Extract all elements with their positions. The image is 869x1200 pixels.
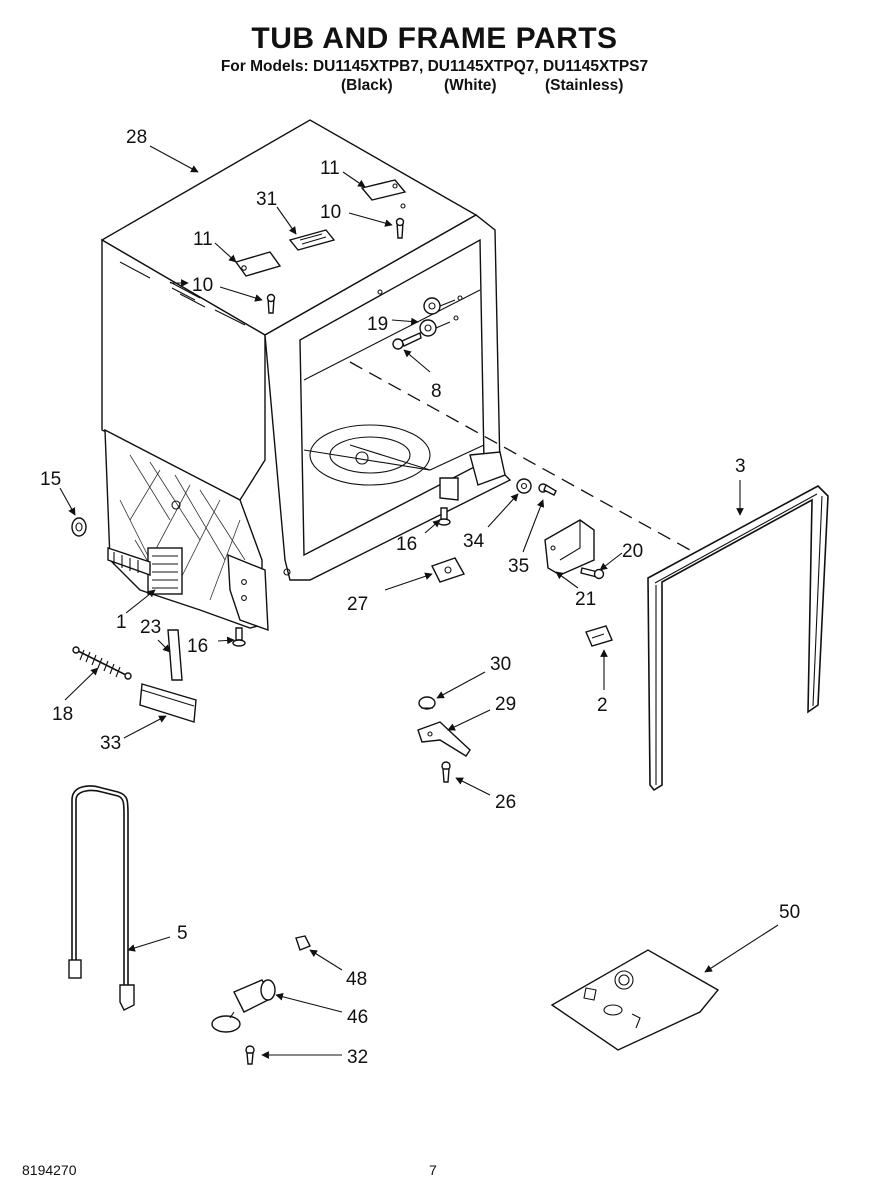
spring-part-18 (72, 646, 132, 680)
callout-8: 8 (431, 381, 442, 402)
pad-part-33 (139, 683, 197, 723)
parts-bag-part-50 (550, 949, 720, 1051)
door-gasket-part-3 (647, 485, 829, 792)
screw-part-26 (441, 761, 451, 783)
strip-part-23 (167, 629, 183, 681)
callout-21: 21 (575, 589, 596, 610)
screw-lower (266, 293, 276, 314)
callout-46: 46 (347, 1007, 368, 1028)
callout-15: 15 (40, 469, 61, 490)
roller-part-19 (419, 295, 463, 337)
hinge-lower (234, 251, 282, 277)
callout-27: 27 (347, 594, 368, 615)
leveling-leg-front (232, 627, 246, 647)
bracket-part-29 (417, 721, 471, 757)
vent-part-31 (288, 229, 336, 251)
screw-part-35 (538, 483, 557, 496)
screw-part-32 (245, 1045, 255, 1065)
callout-26: 26 (495, 792, 516, 813)
callout-23: 23 (140, 617, 161, 638)
callout-19: 19 (367, 314, 388, 335)
callout-11-upper: 11 (320, 158, 340, 179)
callout-18: 18 (52, 704, 73, 725)
finish-stainless: (Stainless) (545, 77, 624, 94)
callout-30: 30 (490, 654, 511, 675)
hinge-upper (360, 179, 407, 209)
callout-20: 20 (622, 541, 643, 562)
callout-2: 2 (597, 695, 608, 716)
clip-part-27 (431, 557, 466, 583)
callout-32: 32 (347, 1047, 368, 1068)
finish-white: (White) (444, 77, 497, 94)
wire-harness-part-5 (68, 785, 135, 1011)
nut-part-15 (71, 517, 87, 537)
page-number: 7 (429, 1162, 437, 1178)
screw-upper (395, 217, 405, 239)
nut-part-34 (516, 478, 532, 494)
callout-11-lower: 11 (193, 229, 213, 250)
page-title: TUB AND FRAME PARTS (251, 22, 618, 55)
callout-28: 28 (126, 127, 147, 148)
leader-arrows (59, 145, 779, 1059)
callout-10-lower: 10 (192, 275, 213, 296)
bracket-part-21 (544, 519, 595, 576)
screw-part-8 (392, 332, 422, 350)
callout-labels: 28 11 10 31 11 10 19 8 15 16 34 35 20 21… (40, 127, 800, 1068)
callout-34: 34 (463, 531, 485, 552)
callout-33: 33 (100, 733, 121, 754)
fitting-part-46 (211, 979, 276, 1033)
part-2 (585, 625, 613, 647)
callout-31: 31 (256, 189, 277, 210)
document-number: 8194270 (22, 1162, 77, 1178)
tub-assembly (100, 119, 512, 632)
screw-part-20 (580, 567, 605, 580)
callout-50: 50 (779, 902, 800, 923)
callout-10-upper: 10 (320, 202, 341, 223)
callout-35: 35 (508, 556, 529, 577)
callout-5: 5 (177, 923, 188, 944)
callout-16-front: 16 (187, 636, 208, 657)
callout-29: 29 (495, 694, 516, 715)
models-line: For Models: DU1145XTPB7, DU1145XTPQ7, DU… (220, 58, 649, 75)
callout-48: 48 (346, 969, 367, 990)
callout-3: 3 (735, 456, 746, 477)
clamp-part-48 (295, 935, 311, 951)
callout-1: 1 (116, 612, 127, 633)
sensor-part-30 (418, 696, 436, 710)
callout-16-rear: 16 (396, 534, 417, 555)
finish-black: (Black) (341, 77, 393, 94)
